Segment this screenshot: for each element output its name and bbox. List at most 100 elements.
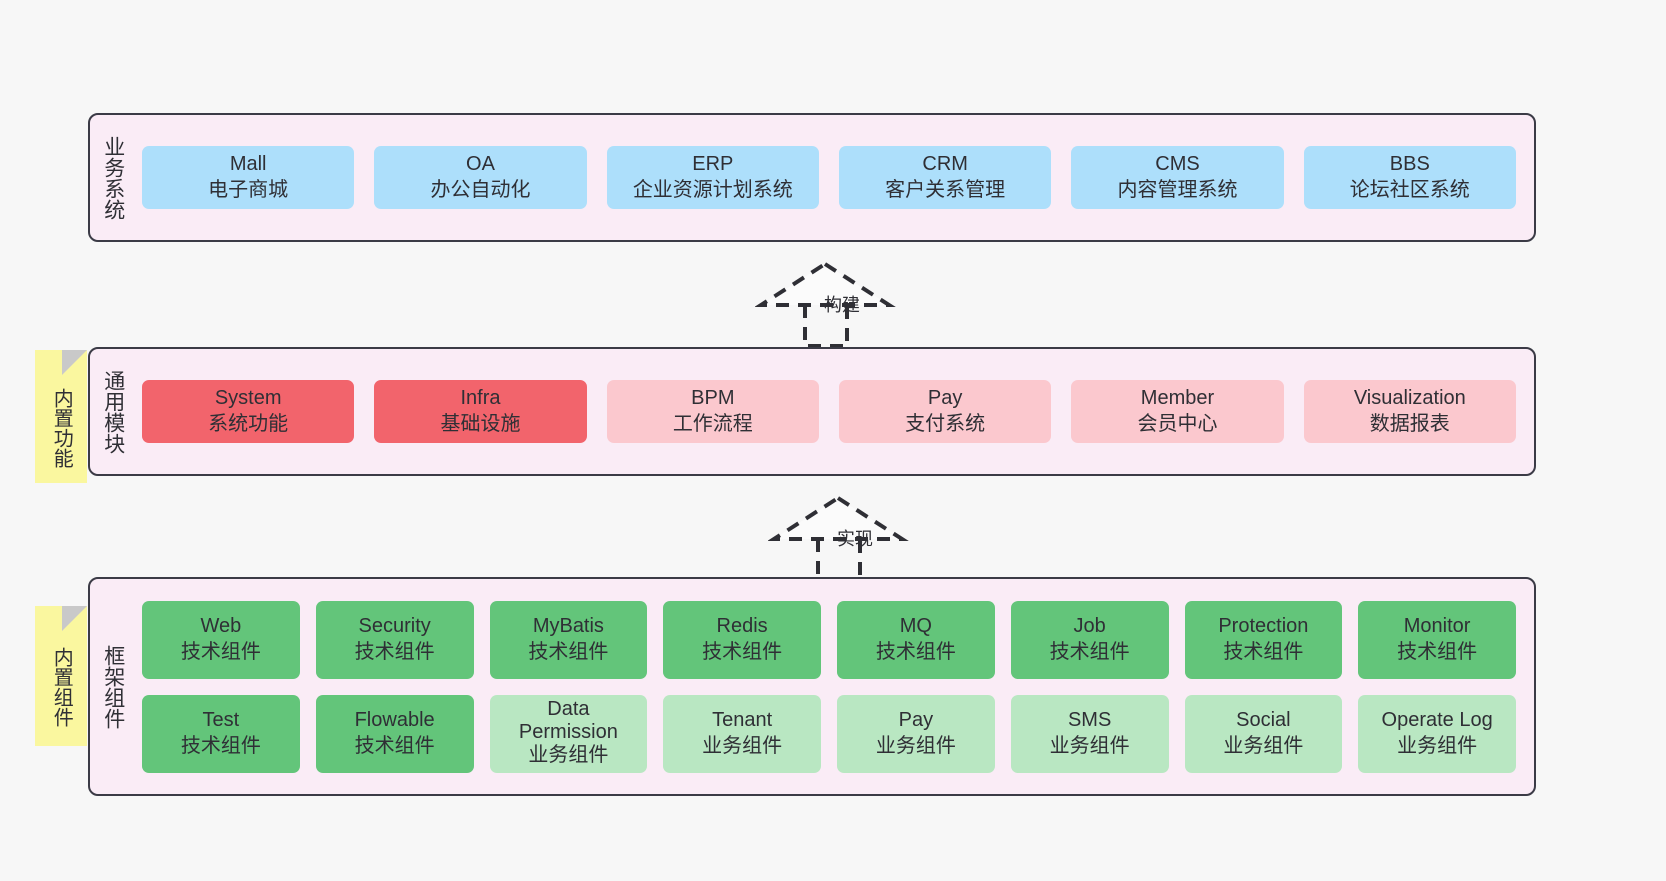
layer-title-business: 业务系统 [101,135,125,220]
connector-build: 构建 [754,258,905,350]
card-title: Pay [898,708,934,731]
card-title: CRM [922,152,968,175]
card-subtitle: 技术组件 [354,734,435,757]
layer-body-common: System 系统功能 Infra 基础设施 BPM 工作流程 Pay 支付系统… [136,349,1534,474]
card-subtitle: 技术组件 [875,640,956,663]
card-title: Web [200,614,242,637]
card-infra[interactable]: Infra 基础设施 [374,379,587,444]
layer-business-system: 业务系统 Mall 电子商城 OA 办公自动化 ERP 企业资源计划系统 CRM… [88,113,1536,242]
card-title: ERP [692,152,734,175]
card-title: Job [1073,614,1106,637]
card-tenant[interactable]: Tenant 业务组件 [663,694,821,773]
sticky-note-builtin-components: 内置组件 [35,606,87,746]
card-web[interactable]: Web 技术组件 [142,600,300,679]
sticky-note-text: 内置组件 [50,647,73,727]
layer-common-modules: 通用模块 System 系统功能 Infra 基础设施 BPM 工作流程 Pay… [88,347,1536,476]
layer-body-business: Mall 电子商城 OA 办公自动化 ERP 企业资源计划系统 CRM 客户关系… [136,115,1534,240]
card-subtitle: 技术组件 [1049,640,1130,663]
connector-label-build: 构建 [824,295,860,315]
card-bbs[interactable]: BBS 论坛社区系统 [1303,145,1516,210]
card-mybatis[interactable]: MyBatis 技术组件 [489,600,648,679]
card-title: Operate Log [1381,708,1493,731]
card-job[interactable]: Job 技术组件 [1010,600,1169,679]
card-pay-business[interactable]: Pay 业务组件 [837,694,995,773]
card-redis[interactable]: Redis 技术组件 [663,600,821,679]
card-subtitle: 业务组件 [702,734,783,757]
card-title: Redis [716,614,768,637]
card-title: Flowable [354,708,435,731]
card-subtitle: 数据报表 [1369,412,1450,435]
card-protection[interactable]: Protection 技术组件 [1184,600,1343,679]
card-subtitle: 内容管理系统 [1117,178,1238,201]
note-fold-shadow-icon [62,350,87,375]
card-title: SMS [1067,708,1112,731]
card-visualization[interactable]: Visualization 数据报表 [1303,379,1516,444]
card-subtitle: 电子商城 [208,178,289,201]
card-bpm[interactable]: BPM 工作流程 [606,379,819,444]
card-social[interactable]: Social 业务组件 [1184,694,1343,773]
card-security[interactable]: Security 技术组件 [315,600,474,679]
card-sms[interactable]: SMS 业务组件 [1010,694,1169,773]
card-title: Member [1140,386,1215,409]
card-subtitle: 客户关系管理 [885,178,1006,201]
card-mq[interactable]: MQ 技术组件 [837,600,995,679]
card-subtitle: 企业资源计划系统 [632,178,793,201]
card-title: OA [466,152,495,175]
generalization-arrow-icon [754,261,896,348]
card-system[interactable]: System 系统功能 [142,379,355,444]
card-title: MQ [899,614,932,637]
card-member[interactable]: Member 会员中心 [1071,379,1284,444]
card-test[interactable]: Test 技术组件 [142,694,300,773]
card-title: BBS [1389,152,1430,175]
card-title: BPM [691,386,735,409]
layer-title-common: 通用模块 [101,369,125,454]
card-subtitle: 工作流程 [672,412,753,435]
card-subtitle: 支付系统 [905,412,986,435]
connector-label-implement: 实现 [837,529,873,549]
card-title: Visualization [1353,386,1466,409]
card-title: Mall [229,152,267,175]
card-title: CMS [1155,152,1200,175]
card-data-permission[interactable]: Data Permission 业务组件 [489,694,648,773]
card-subtitle: 业务组件 [528,744,609,767]
card-subtitle: 论坛社区系统 [1349,178,1470,201]
sticky-note-builtin-features: 内置功能 [35,350,87,483]
card-cms[interactable]: CMS 内容管理系统 [1071,145,1284,210]
card-pay[interactable]: Pay 支付系统 [838,379,1052,444]
card-row: Mall 电子商城 OA 办公自动化 ERP 企业资源计划系统 CRM 客户关系… [142,145,1516,210]
card-operate-log[interactable]: Operate Log 业务组件 [1358,694,1516,773]
card-subtitle: 业务组件 [1223,734,1304,757]
card-title: Pay [927,386,963,409]
card-subtitle: 技术组件 [1397,640,1478,663]
card-flowable[interactable]: Flowable 技术组件 [315,694,474,773]
card-title: Security [358,614,431,637]
card-subtitle: 业务组件 [875,734,956,757]
card-title: Social [1236,708,1291,731]
card-erp[interactable]: ERP 企业资源计划系统 [606,145,819,210]
card-title: Data Permission [518,698,618,743]
card-subtitle: 业务组件 [1397,734,1478,757]
card-monitor[interactable]: Monitor 技术组件 [1358,600,1516,679]
card-title: MyBatis [532,614,604,637]
card-subtitle: 系统功能 [208,412,289,435]
card-subtitle: 技术组件 [1223,640,1304,663]
card-subtitle: 技术组件 [702,640,783,663]
sticky-note-text: 内置功能 [50,387,73,468]
card-subtitle: 业务组件 [1049,734,1130,757]
card-oa[interactable]: OA 办公自动化 [374,145,587,210]
card-subtitle: 会员中心 [1137,412,1218,435]
card-row: System 系统功能 Infra 基础设施 BPM 工作流程 Pay 支付系统… [142,379,1516,444]
card-row: Test 技术组件 Flowable 技术组件 Data Permission … [142,694,1516,773]
card-mall[interactable]: Mall 电子商城 [142,145,355,210]
card-crm[interactable]: CRM 客户关系管理 [838,145,1052,210]
card-subtitle: 技术组件 [180,734,261,757]
layer-framework-components: 框架组件 Web 技术组件 Security 技术组件 MyBatis 技术组件… [88,577,1536,796]
card-subtitle: 技术组件 [354,640,435,663]
layer-body-framework: Web 技术组件 Security 技术组件 MyBatis 技术组件 Redi… [136,579,1534,794]
card-title: Test [202,708,240,731]
generalization-arrow-icon [767,495,909,582]
layer-title-framework: 框架组件 [101,644,125,729]
card-title: Protection [1218,614,1309,637]
card-subtitle: 技术组件 [528,640,609,663]
card-title: Monitor [1403,614,1471,637]
